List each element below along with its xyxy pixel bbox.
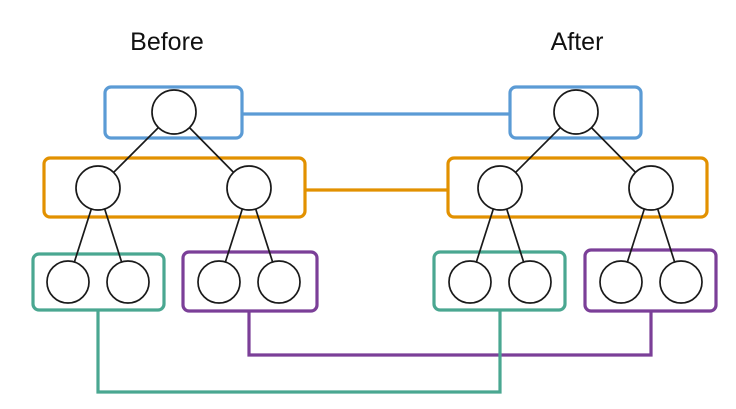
tree-node-b-ll[interactable] [46,260,90,304]
tree-node-a-root[interactable] [553,89,599,135]
tree-edge-a-r-to-a-rr [656,208,676,263]
connector-green-leaf-link [96,310,502,394]
tree-edge-a-root-to-a-l [514,126,562,174]
tree-edge-a-r-to-a-rl [626,208,646,263]
tree-node-a-lr[interactable] [508,260,552,304]
connector-purple-leaf-link [247,311,653,357]
title-layer: Before After [130,28,603,56]
tree-node-b-r[interactable] [226,165,272,211]
tree-edge-a-l-to-a-lr [505,208,525,263]
tree-edge-b-r-to-b-rr [254,208,274,263]
tree-node-b-root[interactable] [151,89,197,135]
tree-node-a-rr[interactable] [659,260,703,304]
tree-edge-b-l-to-b-ll [73,208,93,263]
tree-edge-layer [73,126,676,263]
tree-node-b-lr[interactable] [106,260,150,304]
tree-edge-b-root-to-b-r [188,126,235,174]
tree-node-b-rl[interactable] [197,260,241,304]
tree-edge-a-root-to-a-r [590,126,637,174]
tree-edge-b-root-to-b-l [112,126,160,174]
title-before: Before [130,28,204,56]
tree-edge-b-r-to-b-rl [224,208,244,263]
group-box-a-box-green [432,250,567,312]
tree-node-a-ll[interactable] [448,260,492,304]
connector-layer [96,112,653,394]
tree-edge-b-l-to-b-lr [103,208,123,263]
group-box-b-box-orange [42,156,307,219]
tree-node-layer [46,89,703,304]
group-box-a-box-purple [583,248,718,313]
tree-node-a-r[interactable] [628,165,674,211]
tree-node-b-rr[interactable] [257,260,301,304]
group-box-b-box-blue [103,85,244,140]
group-box-layer [31,85,718,313]
tree-node-b-l[interactable] [75,165,121,211]
title-after: After [551,28,604,56]
tree-edge-a-l-to-a-ll [475,208,495,263]
tree-node-a-rl[interactable] [599,260,643,304]
tree-node-a-l[interactable] [477,165,523,211]
group-box-b-box-purple [181,250,319,313]
group-box-a-box-orange [446,156,709,219]
group-box-a-box-blue [508,85,643,140]
group-box-b-box-green [31,252,166,312]
